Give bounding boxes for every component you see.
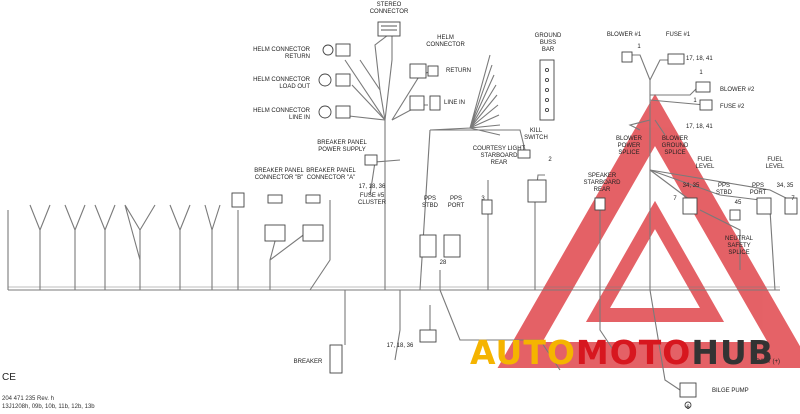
label-blower2-num: 1 xyxy=(699,70,703,76)
label-blower-ground-splice: BLOWER GROUND SPLICE xyxy=(661,136,689,156)
watermark-text: AUTOMOTOHUB xyxy=(470,333,774,372)
label-line-in: LINE IN xyxy=(444,100,466,106)
helm-connector-return-icon xyxy=(322,44,334,56)
fuel-level-port-icon xyxy=(784,197,798,215)
stereo-connector-icon xyxy=(377,21,401,37)
fuel-level-stbd-icon xyxy=(682,197,698,215)
label-breaker: BREAKER xyxy=(293,359,323,365)
label-courtesy-light: COURTESY LIGHT STARBOARD REAR xyxy=(472,146,526,166)
kill-switch-connector-icon xyxy=(527,179,547,203)
connector-symbols xyxy=(231,21,798,409)
helm-line-in-plug-icon xyxy=(335,105,351,119)
blower1-icon xyxy=(621,51,633,63)
fuse2-icon xyxy=(699,99,713,111)
label-7-b: 7 xyxy=(791,196,795,202)
label-7-a: 7 xyxy=(673,196,677,202)
label-breaker-circuits: 17, 18, 36 xyxy=(386,343,414,349)
label-helm-load-out: HELM CONNECTOR LOAD OUT xyxy=(253,77,310,90)
label-3: 3 xyxy=(481,196,485,202)
label-helm-return: HELM CONNECTOR RETURN xyxy=(253,47,310,60)
label-breaker-a: BREAKER PANEL CONNECTOR "A" xyxy=(306,168,356,181)
label-batt: BATT (+) xyxy=(756,359,780,365)
label-bilge-pump: BILGE PUMP xyxy=(712,388,749,394)
breaker-icon xyxy=(329,344,343,374)
label-34-35-a: 34, 35 xyxy=(682,183,700,189)
label-stereo-connector: STEREO CONNECTOR xyxy=(369,2,409,15)
speaker-starboard-icon xyxy=(594,197,606,211)
breaker-power-supply-icon xyxy=(364,154,378,166)
label-pps-stbd-1: PPS STBD xyxy=(421,196,438,209)
label-28: 28 xyxy=(439,260,447,266)
pps-port-right-icon xyxy=(756,197,772,215)
label-fuel-level-2: FUEL LEVEL xyxy=(765,157,785,170)
ce-mark: CE xyxy=(2,372,16,383)
label-34-35-b: 34, 35 xyxy=(776,183,794,189)
watermark-triangle-logo xyxy=(497,93,800,368)
label-fuse5-circuits: 17, 18, 36 xyxy=(358,184,386,190)
pps-stbd-right-icon xyxy=(729,209,741,221)
label-fuse1: FUSE #1 xyxy=(665,32,691,38)
label-neutral-safety: NEUTRAL SAFETY SPLICE xyxy=(724,236,753,256)
blower2-icon xyxy=(695,81,711,93)
label-breaker-b: BREAKER PANEL CONNECTOR "B" xyxy=(254,168,304,181)
watermark-part2: MOTO xyxy=(575,333,692,372)
label-fuse1-num: 1 xyxy=(637,44,641,50)
breaker-a-top-icon xyxy=(305,194,321,204)
label-kill-num: 2 xyxy=(548,157,552,163)
label-fuse5: FUSE #5 CLUSTER xyxy=(357,193,386,206)
breaker-connector-a-icon xyxy=(302,224,324,242)
watermark-part3: HUB xyxy=(691,333,774,372)
pps-port-connector-icon xyxy=(443,234,461,258)
label-kill-switch: KILL SWITCH xyxy=(524,128,548,141)
label-blower-power-splice: BLOWER POWER SPLICE xyxy=(615,136,642,156)
label-pps-stbd-2: PPS STBD xyxy=(715,183,732,196)
courtesy-light-icon xyxy=(481,199,493,215)
connector-small-icon xyxy=(231,192,245,208)
label-fuel-level-1: FUEL LEVEL xyxy=(695,157,715,170)
helm-line-in-connector-icon xyxy=(409,95,425,111)
label-6: 6 xyxy=(686,405,690,411)
helm-return-connector-icon xyxy=(409,63,427,79)
pps-stbd-connector-icon xyxy=(419,234,437,258)
breaker-connector-b-icon xyxy=(264,224,286,242)
label-breaker-power-supply: BREAKER PANEL POWER SUPPLY xyxy=(317,140,367,153)
label-helm-line-in: HELM CONNECTOR LINE IN xyxy=(253,108,310,121)
doc-number: 204 471 235 Rev. h xyxy=(2,396,54,402)
breaker-b-top-icon xyxy=(267,194,283,204)
model-list: 13J1208h, 09b, 10b, 11b, 12b, 13b xyxy=(2,404,95,410)
label-pps-port-2: PPS PORT xyxy=(749,183,767,196)
helm-return-plug-icon xyxy=(335,43,351,57)
label-fuse2: FUSE #2 xyxy=(720,104,745,110)
kill-switch-icon xyxy=(517,149,531,159)
label-blower2: BLOWER #2 xyxy=(720,87,755,93)
fuse1-icon xyxy=(667,53,685,65)
label-blower1: BLOWER #1 xyxy=(606,32,642,38)
bilge-pump-icon xyxy=(679,382,697,398)
label-fuse2-circuits: 17, 18, 41 xyxy=(686,124,713,130)
label-fuse1-circuits: 17, 18, 41 xyxy=(686,56,713,62)
label-helm-connector: HELM CONNECTOR xyxy=(426,35,465,48)
label-ground-buss-bar: GROUND BUSS BAR xyxy=(534,33,562,53)
label-return: RETURN xyxy=(446,68,471,74)
helm-connector-line-in-icon xyxy=(318,105,332,119)
label-fuse2-num: 1 xyxy=(693,98,697,104)
label-pps-port-1: PPS PORT xyxy=(447,196,465,209)
breaker-connector-icon xyxy=(419,329,437,343)
helm-load-out-plug-icon xyxy=(335,73,351,87)
label-45: 45 xyxy=(734,200,742,206)
watermark-part1: AUTO xyxy=(470,333,576,372)
label-speaker-starboard: SPEAKER STARBOARD REAR xyxy=(583,173,621,193)
helm-connector-load-out-icon xyxy=(318,73,332,87)
